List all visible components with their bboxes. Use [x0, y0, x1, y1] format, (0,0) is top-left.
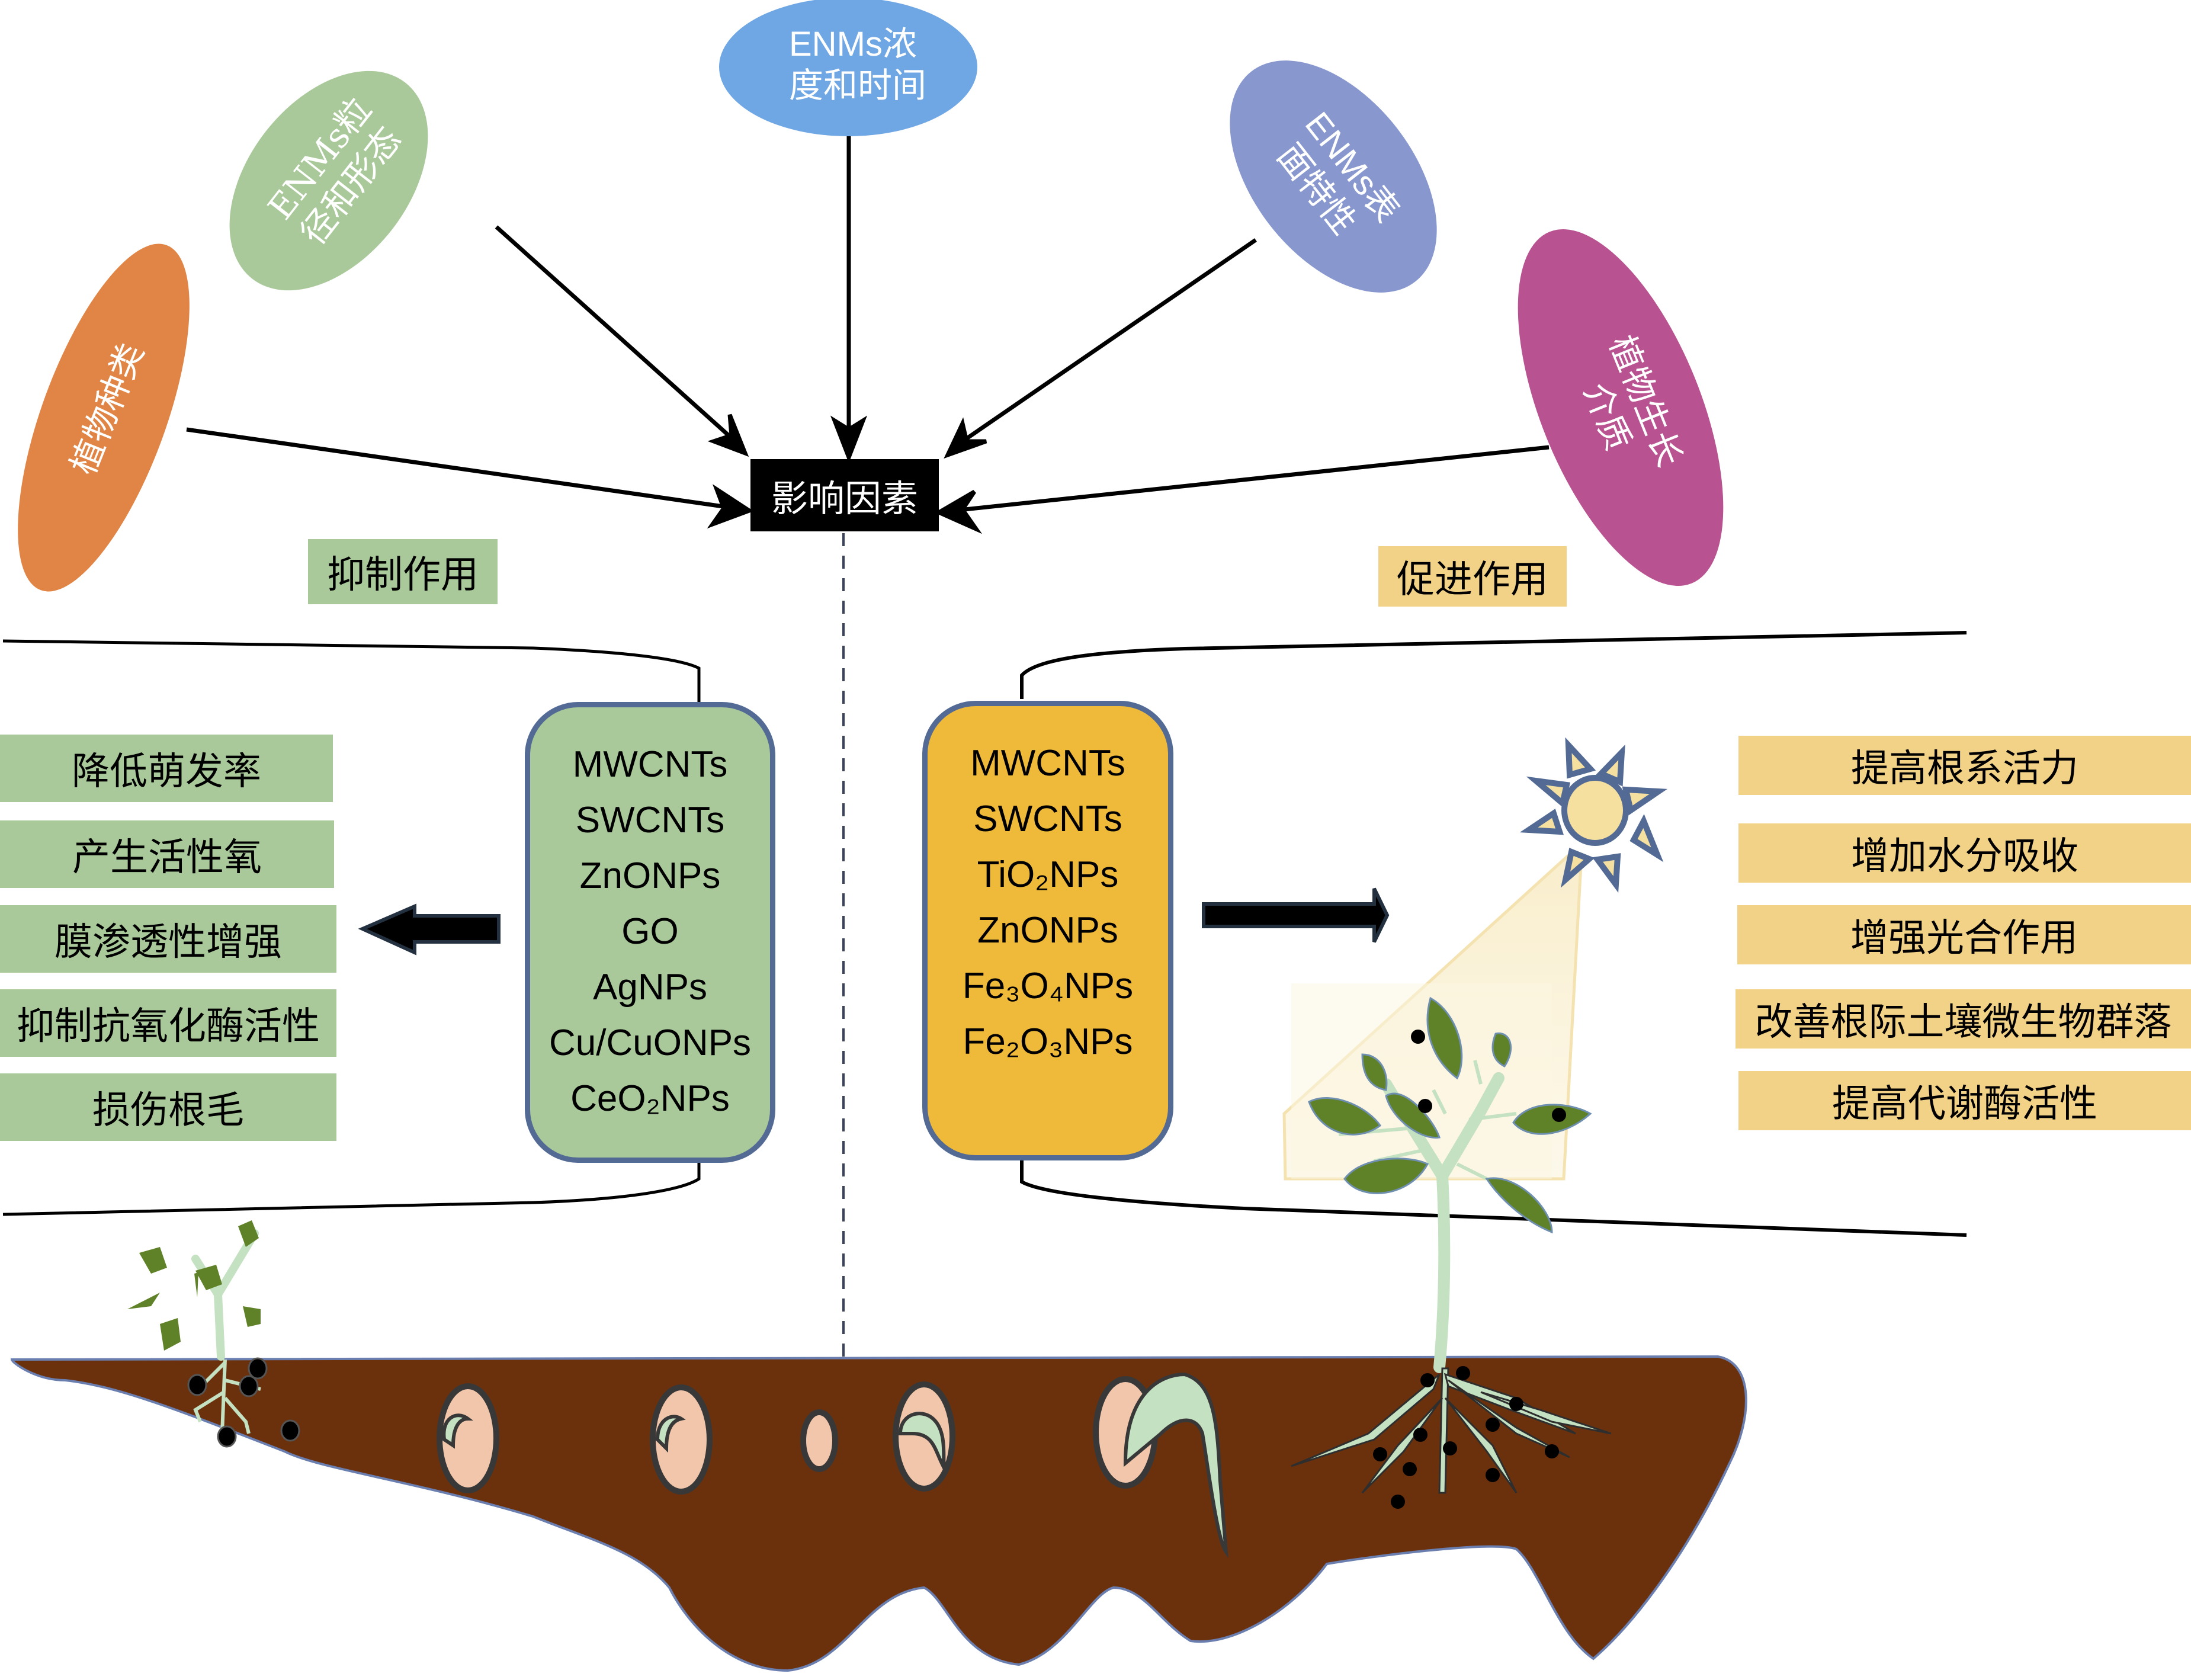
material-item: GO — [621, 911, 679, 952]
material-item: ZnONPs — [977, 910, 1118, 951]
arrow-plant-species — [186, 427, 732, 510]
hub-influencing-factors: 影响因素 — [750, 459, 939, 531]
seed — [650, 1384, 713, 1495]
promote-effect-text: 提高根系活力 — [1851, 747, 2078, 791]
material-item: Fe₃O₄NPs — [962, 966, 1134, 1006]
promote-effect-text: 提高代谢酶活性 — [1832, 1082, 2097, 1126]
promote-effect: 提高根系活力 — [1738, 736, 2191, 795]
arrowhead — [830, 415, 868, 463]
factor-ellipse-surface — [1230, 60, 1437, 293]
arrow-surface — [961, 238, 1257, 443]
promote-bottom-curve — [1020, 1158, 1967, 1237]
inhibit-effect-text: 产生活性氧 — [72, 836, 262, 880]
factor-ellipse-particle-size — [229, 70, 428, 291]
promote-effect-text: 改善根际土壤微生物群落 — [1754, 1001, 2172, 1044]
arrowhead — [934, 489, 983, 534]
promote-materials-box: MWCNTs SWCNTs TiO₂NPs ZnONPs Fe₃O₄NPs Fe… — [922, 701, 1173, 1160]
factor-ellipse-concentration — [719, 0, 977, 136]
factor-ellipse-growth-medium — [1518, 229, 1724, 586]
inhibit-title-text: 抑制作用 — [327, 553, 479, 597]
inhibit-effect: 膜渗透性增强 — [0, 905, 336, 973]
inhibit-materials-box: MWCNTs SWCNTs ZnONPs GO AgNPs Cu/CuONPs … — [525, 702, 775, 1163]
factor-label-line1: ENMs浓 — [789, 25, 917, 63]
inhibit-effect-text: 损伤根毛 — [92, 1089, 244, 1133]
seed — [437, 1383, 499, 1493]
material-item: Fe₂O₃NPs — [963, 1021, 1133, 1062]
factor-label-line2: 度和时间 — [789, 66, 927, 105]
material-item: CeO₂NPs — [570, 1078, 730, 1119]
promote-effect: 增强光合作用 — [1737, 905, 2191, 964]
material-item: SWCNTs — [575, 800, 725, 841]
inhibit-effect: 降低萌发率 — [0, 735, 333, 802]
factor-label-concentration: ENMs浓 度和时间 — [789, 24, 926, 107]
arrowhead — [707, 413, 749, 457]
promote-effect: 改善根际土壤微生物群落 — [1736, 989, 2191, 1049]
inhibit-top-curve — [2, 639, 701, 702]
material-item: TiO₂NPs — [977, 854, 1119, 895]
factor-ellipse-plant-species — [18, 243, 190, 592]
material-item: MWCNTs — [970, 743, 1125, 784]
inhibit-effect: 损伤根毛 — [0, 1073, 336, 1141]
arrow-particle-size — [495, 225, 735, 441]
material-item: SWCNTs — [973, 799, 1122, 839]
hub-label: 影响因素 — [771, 477, 918, 520]
arrow-growth-medium — [953, 445, 1550, 513]
sprouts — [442, 1372, 1228, 1559]
promote-effect-text: 增强光合作用 — [1850, 916, 2078, 960]
inhibit-effect: 产生活性氧 — [0, 820, 334, 888]
material-item: ZnONPs — [579, 855, 721, 896]
material-item: AgNPs — [593, 967, 707, 1008]
material-item: MWCNTs — [572, 744, 728, 785]
promote-top-curve — [1020, 631, 1967, 699]
promote-effect: 增加水分吸收 — [1738, 823, 2191, 883]
sun-icon — [1519, 737, 1668, 893]
seed — [800, 1409, 838, 1472]
arrow-right-icon — [1202, 887, 1390, 943]
promote-title-text: 促进作用 — [1397, 558, 1548, 602]
promote-title: 促进作用 — [1378, 546, 1567, 607]
inhibit-effect-text: 降低萌发率 — [72, 750, 261, 794]
arrow-left-icon — [358, 903, 501, 956]
inhibit-bottom-curve — [2, 1160, 701, 1216]
soil — [10, 1355, 1747, 1672]
inhibit-title: 抑制作用 — [308, 539, 498, 604]
inhibited-plant-illustration — [127, 1220, 300, 1448]
promote-effect-text: 增加水分吸收 — [1851, 835, 2078, 879]
inhibit-effect-text: 膜渗透性增强 — [54, 921, 282, 964]
arrowhead — [707, 484, 754, 529]
material-item: Cu/CuONPs — [548, 1022, 752, 1063]
factor-arrows — [186, 136, 1550, 534]
arrowhead — [944, 417, 987, 459]
promote-effect: 提高代谢酶活性 — [1738, 1071, 2191, 1130]
promoted-plant-illustration — [1291, 996, 1612, 1509]
inhibit-effect-text: 抑制抗氧化酶活性 — [17, 1005, 320, 1049]
inhibit-effect: 抑制抗氧化酶活性 — [0, 989, 336, 1057]
